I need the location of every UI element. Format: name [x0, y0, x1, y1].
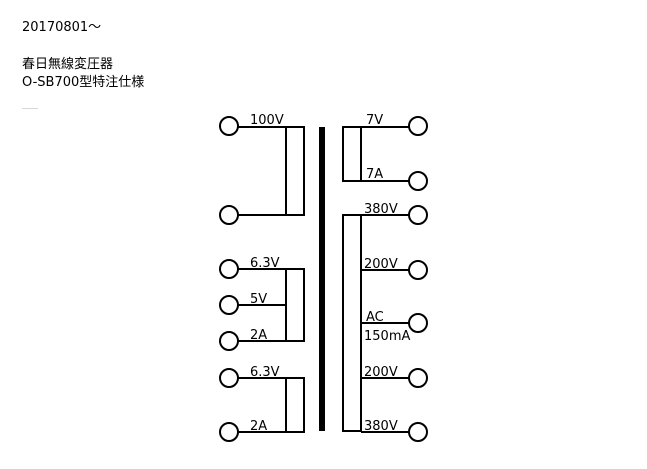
secondary-low-current-label: 7A — [366, 167, 383, 182]
hv-terminal-380-top[interactable] — [408, 205, 428, 225]
heater2-top-label: 6.3V — [250, 365, 280, 380]
divider — [22, 108, 38, 109]
transformer-core — [319, 127, 325, 431]
hv-bottom-label: 380V — [364, 419, 398, 434]
heater1-mid-label: 5V — [250, 292, 267, 307]
heater1-terminal-mid[interactable] — [219, 295, 239, 315]
primary-voltage-label: 100V — [250, 113, 284, 128]
high-voltage-winding — [342, 214, 362, 432]
header-model: O-SB700型特注仕様 — [22, 75, 145, 90]
secondary-low-terminal-top[interactable] — [408, 116, 428, 136]
secondary-low-voltage-label: 7V — [366, 113, 383, 128]
secondary-low-terminal-bottom[interactable] — [408, 171, 428, 191]
hv-terminal-center[interactable] — [408, 313, 428, 333]
primary-terminal-top[interactable] — [219, 116, 239, 136]
heater1-bottom-label: 2A — [250, 328, 267, 343]
hv-lower-mid-label: 200V — [364, 365, 398, 380]
hv-terminal-200-top[interactable] — [408, 260, 428, 280]
hv-top-label: 380V — [364, 202, 398, 217]
heater2-terminal-top[interactable] — [219, 368, 239, 388]
hv-terminal-200-bottom[interactable] — [408, 368, 428, 388]
heater1-terminal-bottom[interactable] — [219, 331, 239, 351]
primary-terminal-bottom[interactable] — [219, 205, 239, 225]
header-maker: 春日無線変圧器 — [22, 57, 114, 72]
secondary-low-winding — [342, 126, 362, 182]
heater2-winding — [285, 377, 305, 433]
hv-upper-mid-label: 200V — [364, 257, 398, 272]
hv-terminal-380-bottom[interactable] — [408, 422, 428, 442]
heater2-terminal-bottom[interactable] — [219, 422, 239, 442]
heater1-terminal-top[interactable] — [219, 259, 239, 279]
heater1-winding — [285, 268, 305, 342]
primary-winding — [285, 126, 305, 216]
heater1-top-label: 6.3V — [250, 256, 280, 271]
hv-current-label: 150mA — [364, 329, 410, 344]
hv-ac-label: AC — [366, 310, 384, 325]
heater2-bottom-label: 2A — [250, 419, 267, 434]
header-date: 20170801～ — [22, 20, 102, 35]
